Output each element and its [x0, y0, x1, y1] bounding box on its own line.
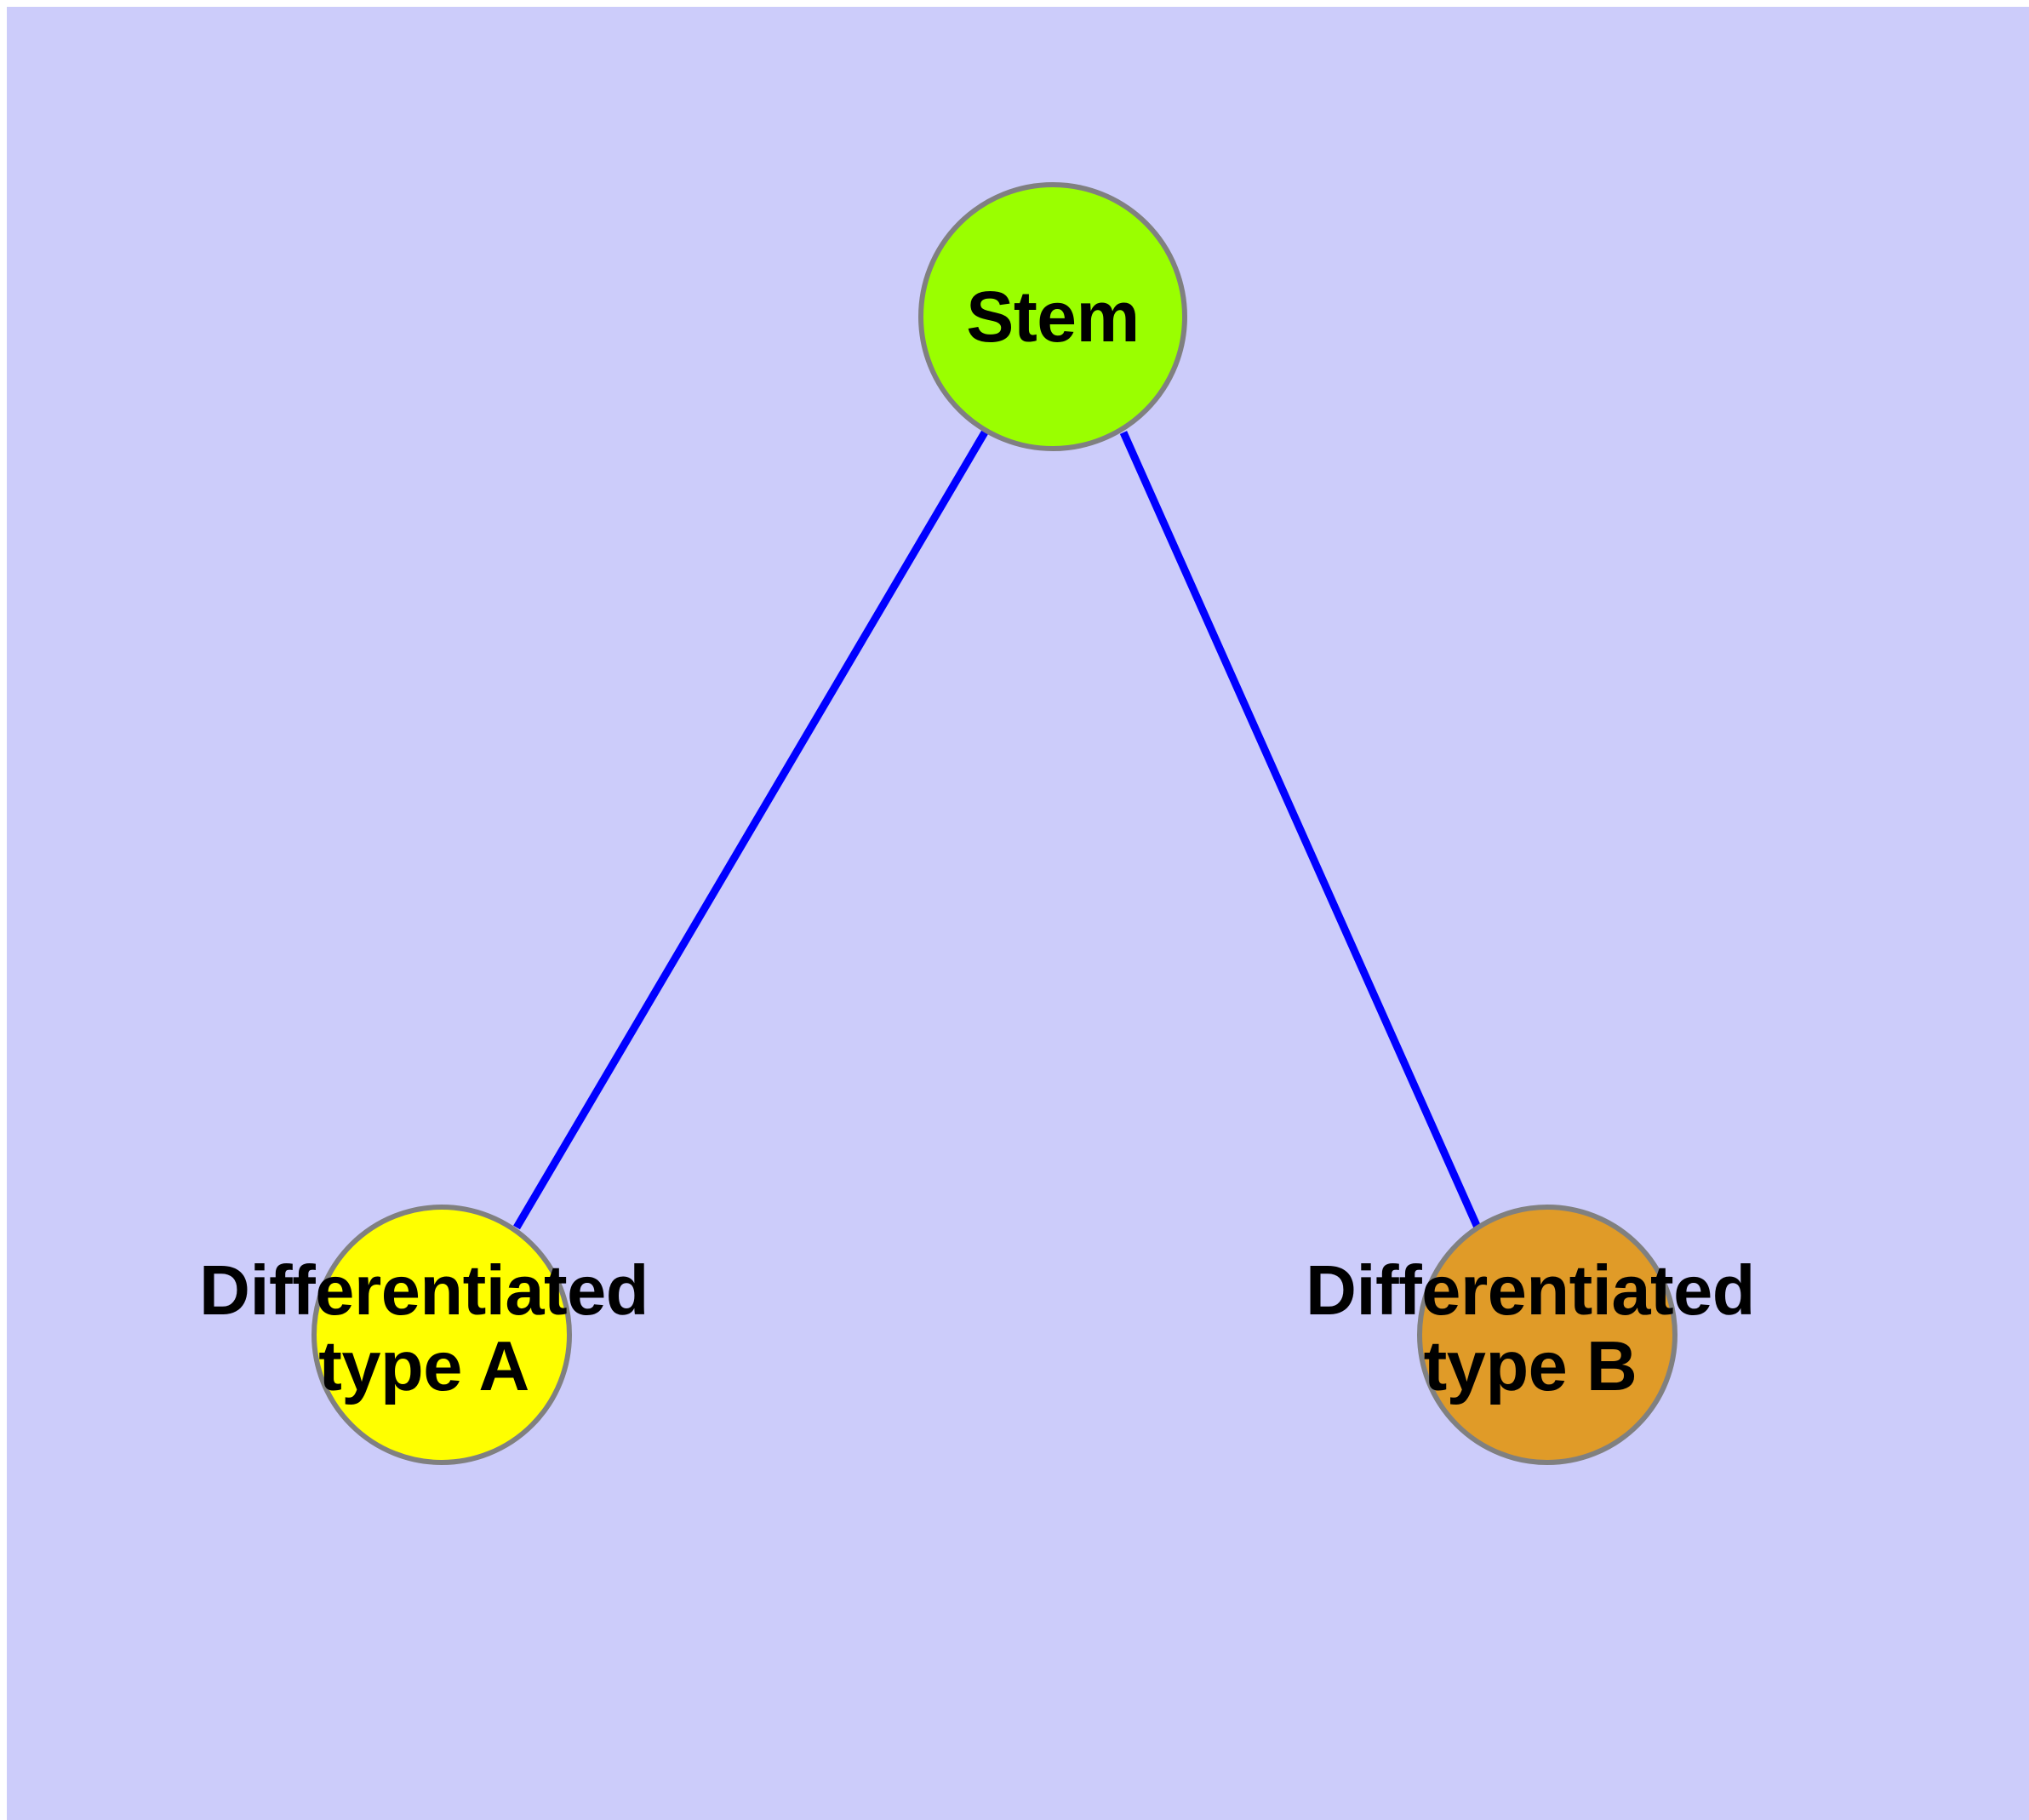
node-differentiated-type-b[interactable]: [1417, 1205, 1677, 1465]
edge-stem-to-differentiated-type-b[interactable]: [1119, 431, 1483, 1231]
edge-stem-to-differentiated-type-a[interactable]: [513, 430, 988, 1230]
node-differentiated-type-a[interactable]: [311, 1205, 572, 1465]
node-stem[interactable]: [918, 182, 1187, 451]
